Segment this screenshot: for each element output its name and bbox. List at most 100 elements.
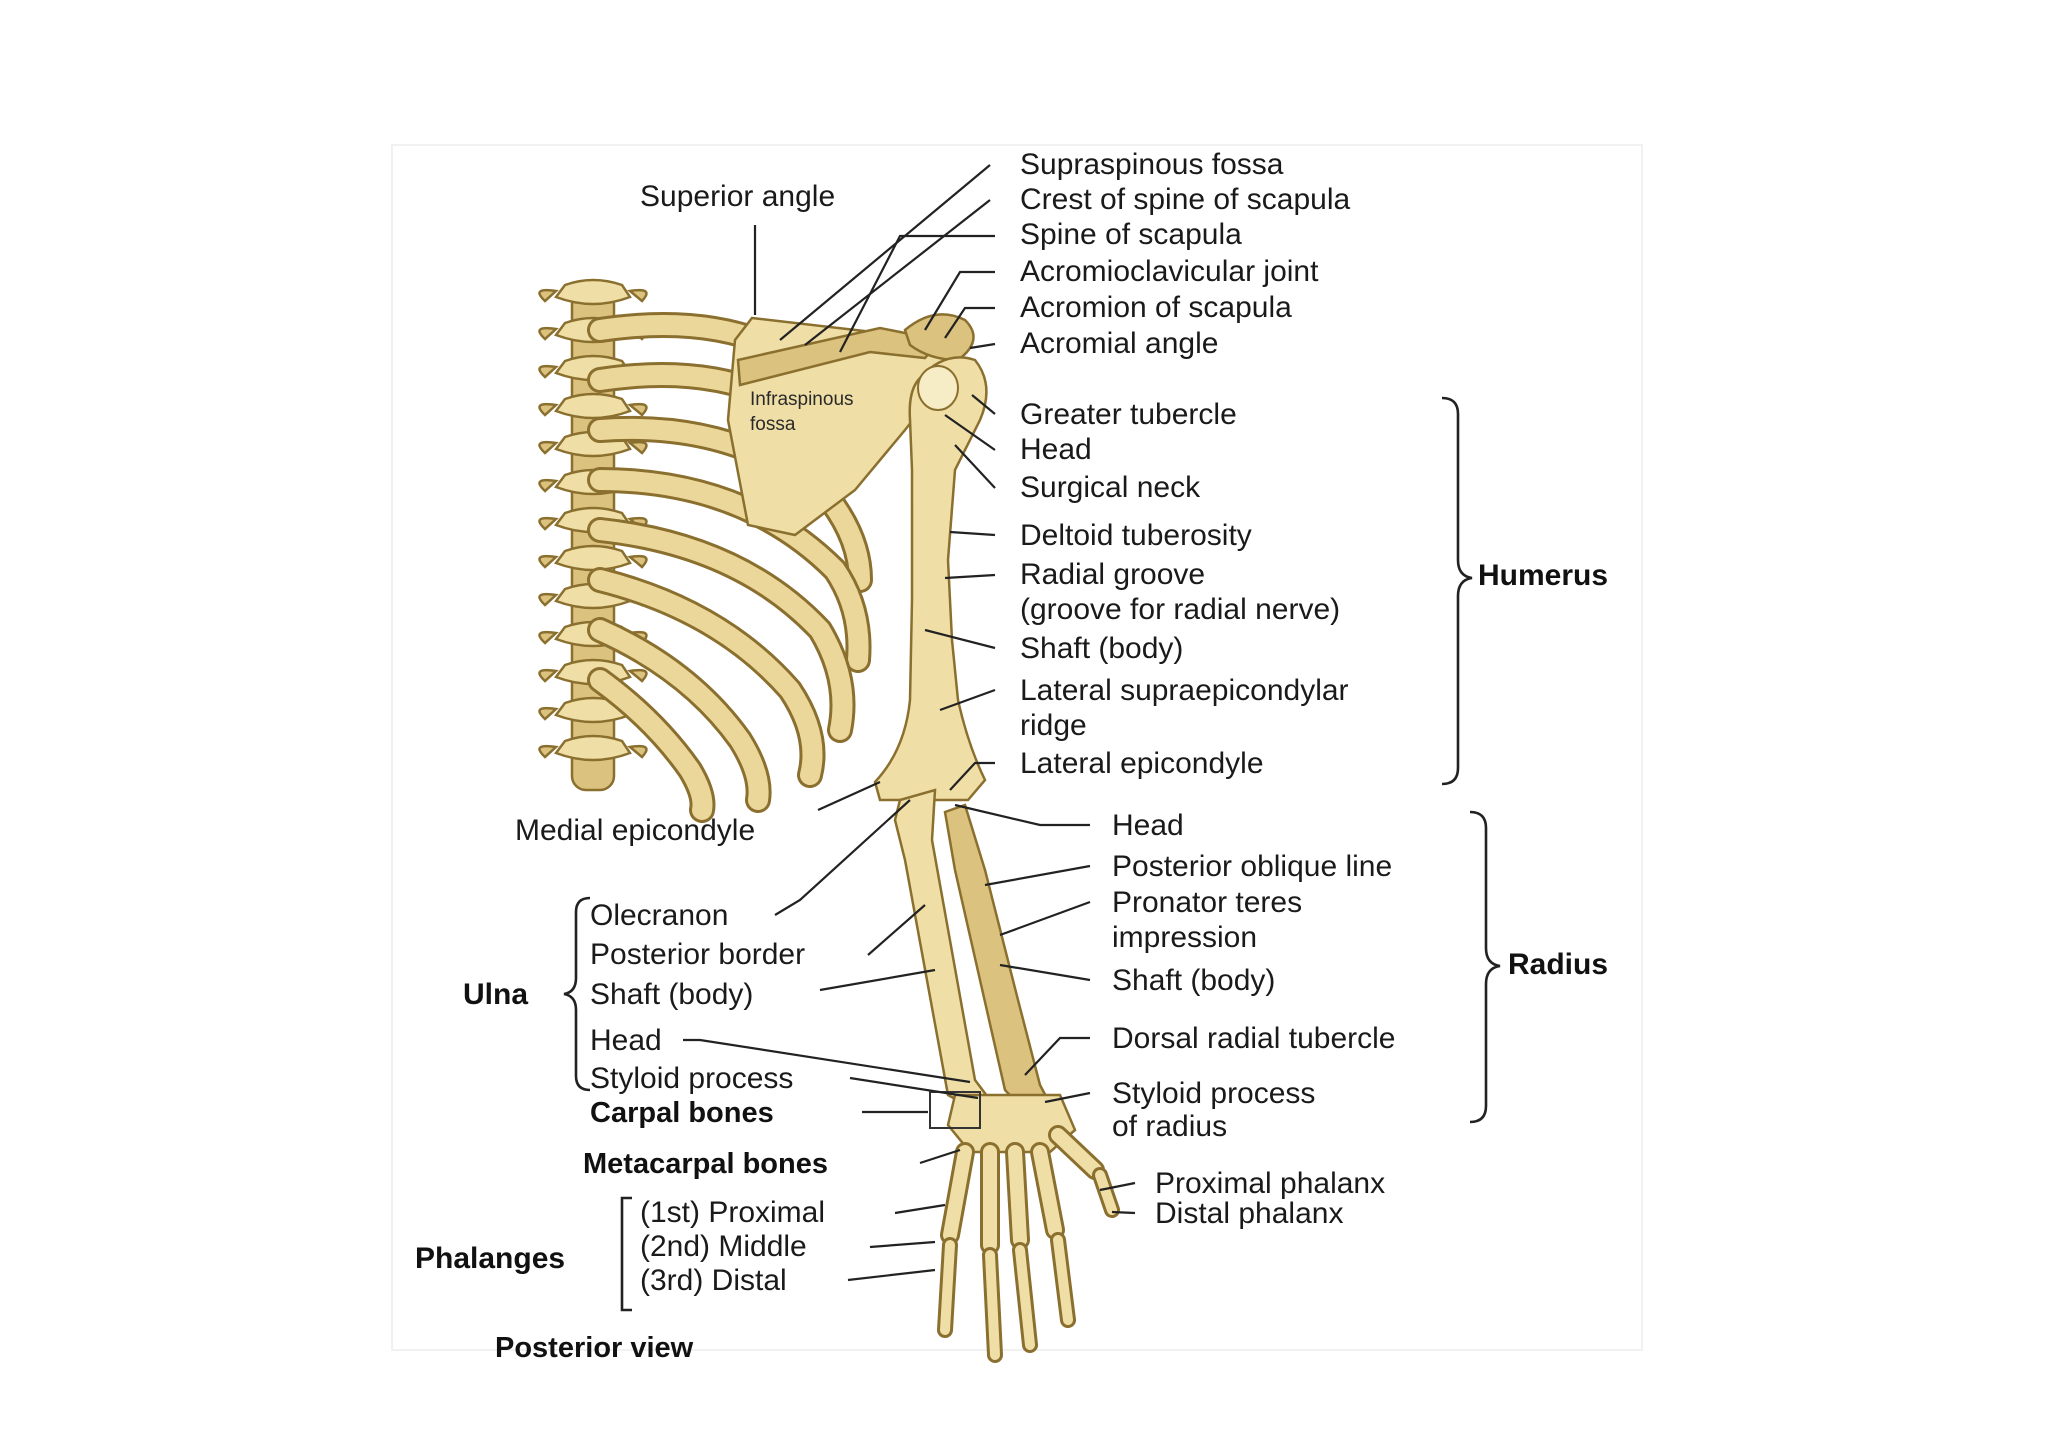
lead-surgical-neck <box>954 444 996 489</box>
label-medial-epicondyle: Medial epicondyle <box>515 814 755 847</box>
lead-olecranon <box>774 799 911 916</box>
scapula <box>726 313 975 537</box>
label-posterior-oblique-line: Posterior oblique line <box>1112 850 1392 883</box>
transverse-process-13 <box>538 744 648 759</box>
lead-deltoid-tuberosity <box>949 530 996 537</box>
vertebra-13 <box>554 734 632 762</box>
label-pronator-teres-2: impression <box>1112 921 1257 954</box>
radius-brace <box>1469 810 1501 1124</box>
label-radial-groove-2: (groove for radial nerve) <box>1020 593 1340 626</box>
label-olecranon: Olecranon <box>590 899 728 932</box>
label-metacarpal-bones: Metacarpal bones <box>583 1148 828 1180</box>
label-supraspinous-fossa: Supraspinous fossa <box>1020 148 1284 181</box>
transverse-process-8 <box>538 554 648 569</box>
lead-radius-head <box>954 803 1090 827</box>
hand <box>929 1091 1120 1363</box>
lead-acromioclavicular-joint <box>924 270 995 331</box>
braces <box>563 396 1501 1312</box>
lead-ulna-shaft <box>819 968 936 992</box>
label-radius-head: Head <box>1112 809 1184 842</box>
label-superior-angle: Superior angle <box>640 180 835 213</box>
label-crest-of-spine: Crest of spine of scapula <box>1020 183 1350 216</box>
label-infraspinous-fossa-1: Infraspinous <box>750 389 854 410</box>
label-radial-groove-1: Radial groove <box>1020 558 1205 591</box>
vertebra-8 <box>554 544 632 572</box>
humerus-brace <box>1441 396 1473 786</box>
label-proximal-phalanx: Proximal phalanx <box>1155 1167 1385 1200</box>
lead-pronator-teres <box>999 900 1091 937</box>
lead-lateral-ridge <box>939 688 996 712</box>
ulna-brace <box>563 896 591 1092</box>
lead-radius-shaft <box>999 963 1091 982</box>
lead-ulna-styloid <box>849 1076 979 1100</box>
lead-acromion <box>944 306 995 339</box>
lead-medial-epicondyle <box>817 780 881 812</box>
lead-ulna-head <box>683 1038 971 1084</box>
humerus <box>873 356 988 802</box>
transverse-process-4 <box>538 402 648 417</box>
figure-caption: Posterior view <box>495 1332 694 1364</box>
label-greater-tubercle: Greater tubercle <box>1020 398 1237 431</box>
lead-supraspinous-fossa <box>779 164 991 341</box>
label-radius-styloid-1: Styloid process <box>1112 1077 1315 1110</box>
group-humerus: Humerus <box>1478 559 1608 592</box>
label-spine-of-scapula: Spine of scapula <box>1020 218 1242 251</box>
label-pronator-teres-1: Pronator teres <box>1112 886 1302 919</box>
lead-crest-of-spine <box>804 199 991 346</box>
lead-proximal-phalanx <box>1099 1181 1136 1192</box>
group-ulna: Ulna <box>463 978 528 1011</box>
label-distal-phalanx: Distal phalanx <box>1155 1197 1343 1230</box>
lead-posterior-oblique-line <box>984 864 1091 887</box>
lead-posterior-border <box>867 904 926 956</box>
label-humerus-shaft: Shaft (body) <box>1020 632 1183 665</box>
label-middle-2nd: (2nd) Middle <box>640 1230 807 1263</box>
lead-spine-of-scapula <box>839 234 995 353</box>
phalanges-brace <box>620 1196 632 1312</box>
lead-greater-tubercle <box>971 394 996 415</box>
label-radius-shaft: Shaft (body) <box>1112 964 1275 997</box>
label-ulna-shaft: Shaft (body) <box>590 978 753 1011</box>
label-posterior-border: Posterior border <box>590 938 805 971</box>
label-dorsal-radial-tubercle: Dorsal radial tubercle <box>1112 1022 1395 1055</box>
labels: Superior angle Supraspinous fossa Crest … <box>415 148 1608 1364</box>
label-deltoid-tuberosity: Deltoid tuberosity <box>1020 519 1252 552</box>
label-lateral-ridge-2: ridge <box>1020 709 1087 742</box>
label-distal-3rd: (3rd) Distal <box>640 1264 787 1297</box>
lead-proximal-1st <box>894 1203 946 1215</box>
lead-radial-groove <box>944 573 996 580</box>
lead-humerus-head <box>944 414 996 451</box>
lead-radius-styloid <box>1044 1091 1091 1104</box>
humerus-bone <box>873 356 988 802</box>
lead-middle-2nd <box>869 1240 936 1249</box>
transverse-process-11 <box>538 668 648 683</box>
lead-dorsal-radial-tubercle <box>1024 1036 1090 1076</box>
label-carpal-bones: Carpal bones <box>590 1097 774 1129</box>
lead-humerus-shaft <box>924 628 996 650</box>
transverse-process-5 <box>538 440 648 455</box>
label-acromioclavicular-joint: Acromioclavicular joint <box>1020 255 1319 288</box>
scapula-spine <box>736 326 943 387</box>
label-infraspinous-fossa-2: fossa <box>750 414 796 435</box>
label-acromion: Acromion of scapula <box>1020 291 1292 324</box>
label-lateral-ridge-1: Lateral supraepicondylar <box>1020 674 1349 707</box>
label-ulna-head: Head <box>590 1024 662 1057</box>
label-ulna-styloid: Styloid process <box>590 1062 793 1095</box>
lead-distal-phalanx <box>1111 1210 1136 1215</box>
label-surgical-neck: Surgical neck <box>1020 471 1201 504</box>
group-radius: Radius <box>1508 948 1608 981</box>
rib-cage <box>587 312 873 823</box>
lead-distal-3rd <box>847 1268 936 1282</box>
label-humerus-head: Head <box>1020 433 1092 466</box>
label-lateral-epicondyle: Lateral epicondyle <box>1020 747 1264 780</box>
lead-metacarpal-bones <box>919 1148 961 1165</box>
group-phalanges: Phalanges <box>415 1242 565 1275</box>
lead-lateral-epicondyle <box>949 761 995 791</box>
label-proximal-1st: (1st) Proximal <box>640 1196 825 1229</box>
vertebra-1 <box>554 278 632 306</box>
vertebra-4 <box>554 392 632 420</box>
humeral-head <box>917 365 959 411</box>
label-acromial-angle: Acromial angle <box>1020 327 1218 360</box>
carpal-bones-box <box>929 1091 981 1129</box>
